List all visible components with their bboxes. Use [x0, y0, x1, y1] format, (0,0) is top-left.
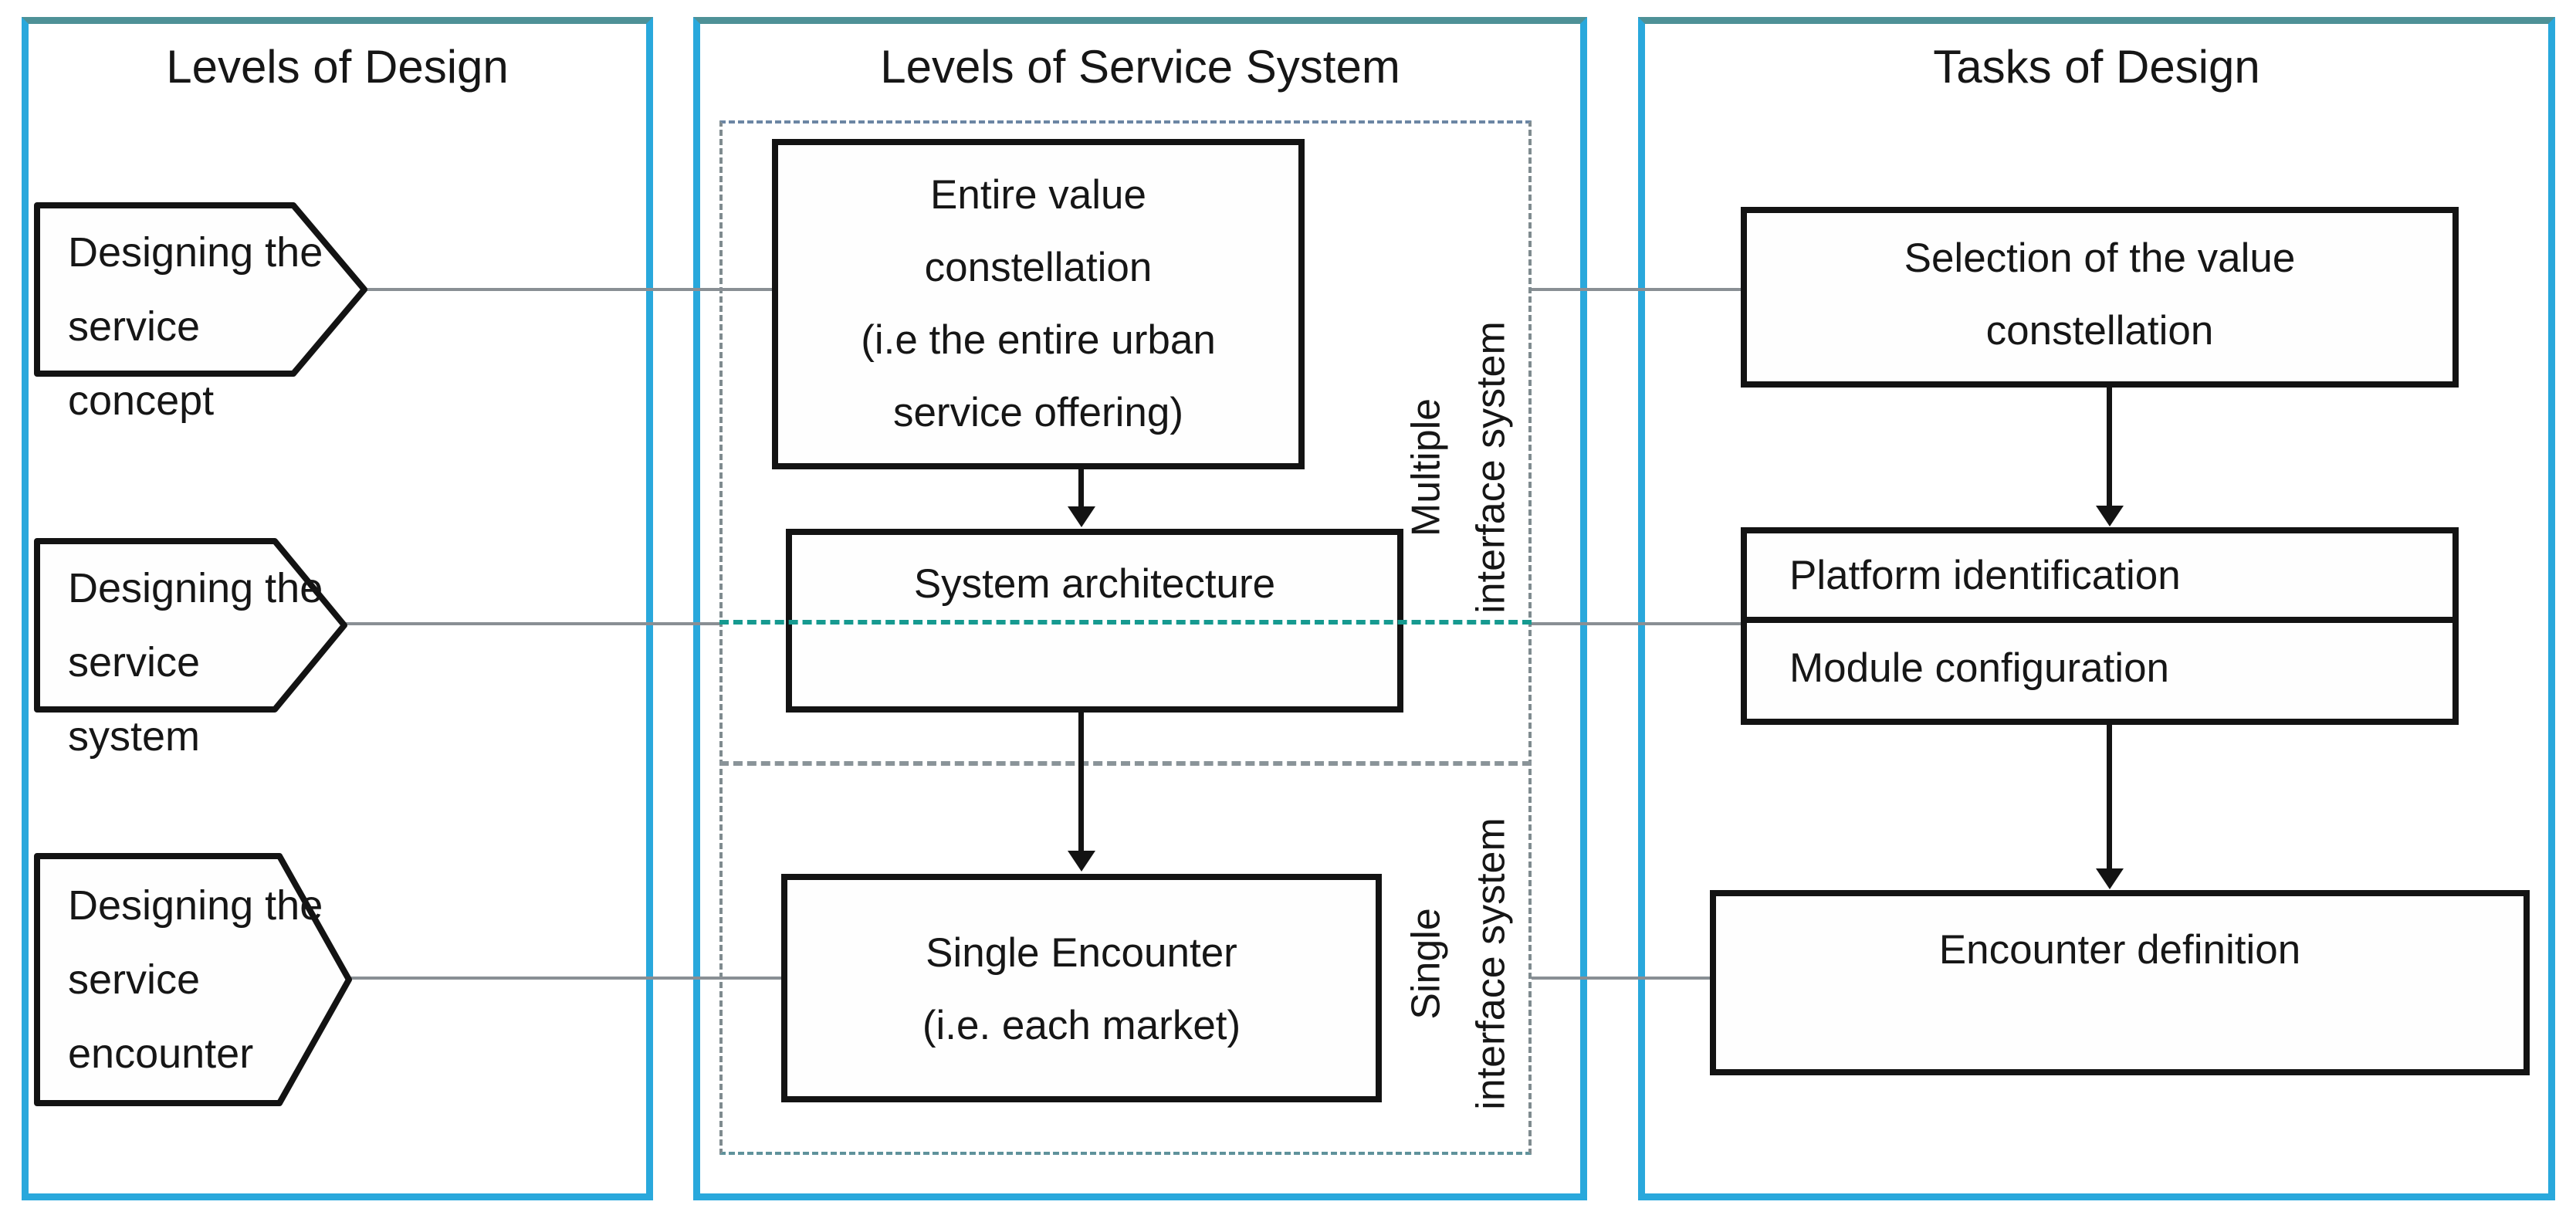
arrow-shape-service-concept [34, 202, 367, 377]
box-platform-identification: Platform identification [1747, 533, 2452, 623]
box-selection-value-constellation: Selection of the value constellation [1741, 207, 2459, 388]
panel-levels-of-design [22, 17, 653, 1200]
box-platform-identification-label: Platform identification [1789, 552, 2181, 598]
box-selection-value-constellation-label: Selection of the value constellation [1904, 235, 2296, 354]
interface-systems-dashed-region [719, 120, 1532, 1155]
arrow-architecture-to-encounter-head [1068, 851, 1095, 872]
connector-concept-to-constellation-left [363, 288, 772, 291]
arrow-selection-to-platform [2107, 386, 2112, 506]
arrow-constellation-to-architecture [1078, 468, 1084, 507]
arrow-constellation-to-architecture-head [1068, 506, 1095, 527]
single-interface-top-dashed-line [719, 761, 1532, 766]
connector-system-to-platform-left [343, 622, 719, 625]
connector-system-to-platform-right [1532, 622, 1741, 625]
arrow-module-to-encounter [2107, 723, 2112, 869]
multiple-single-divider-dashed-line [719, 620, 1532, 625]
box-entire-value-constellation: Entire value constellation (i.e the enti… [772, 139, 1305, 469]
box-single-encounter: Single Encounter (i.e. each market) [781, 874, 1382, 1102]
arrow-module-to-encounter-head [2096, 868, 2124, 889]
panel-levels-of-service-system [693, 17, 1587, 1200]
connector-encounter-right [1532, 977, 1710, 980]
box-encounter-definition-label: Encounter definition [1938, 927, 2301, 973]
box-system-architecture-label: System architecture [913, 561, 1276, 607]
box-module-configuration: Module configuration [1747, 623, 2452, 713]
arrow-shape-service-system [34, 538, 347, 713]
arrow-label-service-concept: Designing the service concept [68, 229, 323, 424]
panel-tasks-of-design [1638, 17, 2555, 1200]
connector-concept-to-constellation-right [1532, 288, 1741, 291]
box-module-configuration-label: Module configuration [1789, 645, 2170, 691]
connector-encounter-left [347, 977, 781, 980]
box-entire-value-constellation-label: Entire value constellation (i.e the enti… [861, 172, 1216, 435]
title-tasks-of-design: Tasks of Design [1933, 41, 2260, 93]
arrow-architecture-to-encounter [1078, 711, 1084, 851]
band-label-multiple-interface-system: Multiple interface system [1403, 321, 1514, 614]
box-platform-module: Platform identification Module configura… [1741, 527, 2459, 725]
arrow-shape-service-encounter [34, 853, 352, 1106]
title-levels-of-design: Levels of Design [166, 41, 509, 93]
box-encounter-definition: Encounter definition [1710, 890, 2530, 1075]
arrow-label-service-system: Designing the service system [68, 565, 323, 760]
box-single-encounter-label: Single Encounter (i.e. each market) [922, 930, 1241, 1048]
title-levels-of-service-system: Levels of Service System [880, 41, 1400, 93]
band-label-single-interface-system: Single interface system [1403, 817, 1514, 1110]
arrow-label-service-encounter: Designing the service encounter [68, 882, 323, 1077]
arrow-selection-to-platform-head [2096, 506, 2124, 526]
